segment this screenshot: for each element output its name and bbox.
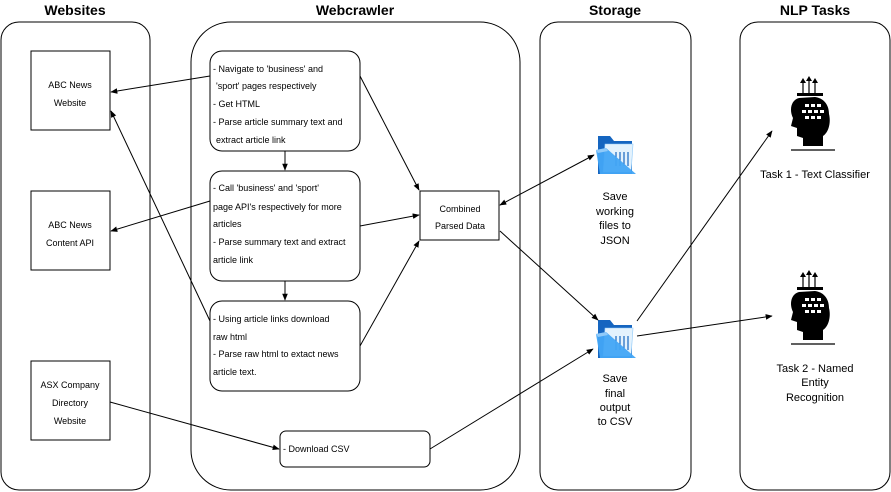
edge-asx-to-download [109,401,280,451]
storage-json-line4: JSON [600,235,629,247]
storage-json-label: Save working files to JSON [595,191,634,247]
lane-title-webcrawler: Webcrawler [316,2,395,18]
edge-download-to-csv [429,348,594,450]
step2-line2: page API's respectively for more [213,202,342,212]
node-abc-news-website: ABC News Website [30,50,111,131]
storage-json-line1: Save [602,191,627,203]
ai-head-icon [790,269,836,345]
step1-line1: - Navigate to 'business' and [213,64,323,74]
combined-line1: Combined [439,204,480,214]
folder-icon [595,135,637,175]
step1-line2: 'sport' pages respectively [216,81,317,91]
task2-line2: Entity [801,377,829,389]
step1-line3: - Get HTML [213,99,260,109]
node-combined-parsed-data: Combined Parsed Data [419,190,500,241]
download-csv-label: - Download CSV [283,444,350,454]
node-crawler-step-3: - Using article links download raw html … [209,300,361,392]
storage-json-line3: files to [599,220,631,232]
abc-news-api-line1: ABC News [48,220,92,230]
step1-line5: extract article link [216,135,286,145]
step3-line3: - Parse raw html to extact news [213,349,339,359]
asx-directory-line1: ASX Company [40,380,100,390]
lane-storage [539,21,692,491]
task2-line1: Task 2 - Named [776,363,853,375]
edge-step2-to-combined [359,213,420,227]
lane-title-nlp: NLP Tasks [780,2,851,18]
task2-line3: Recognition [786,392,844,404]
storage-csv-line3: output [600,402,631,414]
step3-line2: raw html [213,332,247,342]
edge-combined-json [499,154,595,206]
abc-news-website-line2: Website [54,98,86,108]
node-abc-news-content-api: ABC News Content API [30,190,111,271]
abc-news-website-line1: ABC News [48,80,92,90]
abc-news-api-line2: Content API [46,238,94,248]
edge-csv-to-task2 [636,314,773,337]
node-download-csv: - Download CSV [279,430,431,468]
folder-icon [595,319,637,359]
asx-directory-line2: Directory [52,398,89,408]
combined-line2: Parsed Data [435,221,485,231]
node-crawler-step-2: - Call 'business' and 'sport' page API's… [209,170,361,282]
asx-directory-line3: Website [54,416,86,426]
step2-line4: - Parse summary text and extract [213,237,346,247]
edge-csv-to-task1 [636,130,773,322]
lane-webcrawler [190,21,521,491]
storage-json-line2: working [595,206,634,218]
task1-label: Task 1 - Text Classifier [760,169,870,181]
step1-line4: - Parse article summary text and [213,117,343,127]
storage-csv-line1: Save [602,373,627,385]
edge-combined-to-csv [499,230,599,321]
storage-csv-line2: final [605,388,625,400]
edge-step3-to-abc-website [110,110,211,322]
lane-title-websites: Websites [44,2,105,18]
node-crawler-step-1: - Navigate to 'business' and 'sport' pag… [209,50,361,152]
storage-csv-label: Save final output to CSV [598,373,634,428]
step2-line5: article link [213,255,254,265]
step2-line1: - Call 'business' and 'sport' [213,183,319,193]
lane-websites [0,21,151,491]
node-asx-directory-website: ASX Company Directory Website [30,360,111,441]
task2-label: Task 2 - Named Entity Recognition [776,363,853,404]
step3-line1: - Using article links download [213,314,330,324]
lane-title-storage: Storage [589,2,641,18]
ai-head-icon [790,75,836,151]
lane-nlp [739,21,891,491]
edge-step1-to-abc-website [110,75,211,94]
step3-line4: article text. [213,367,257,377]
storage-csv-line4: to CSV [598,416,634,428]
edge-step3-to-combined [359,240,420,347]
edge-step1-to-combined [359,75,420,191]
step2-line3: articles [213,219,242,229]
